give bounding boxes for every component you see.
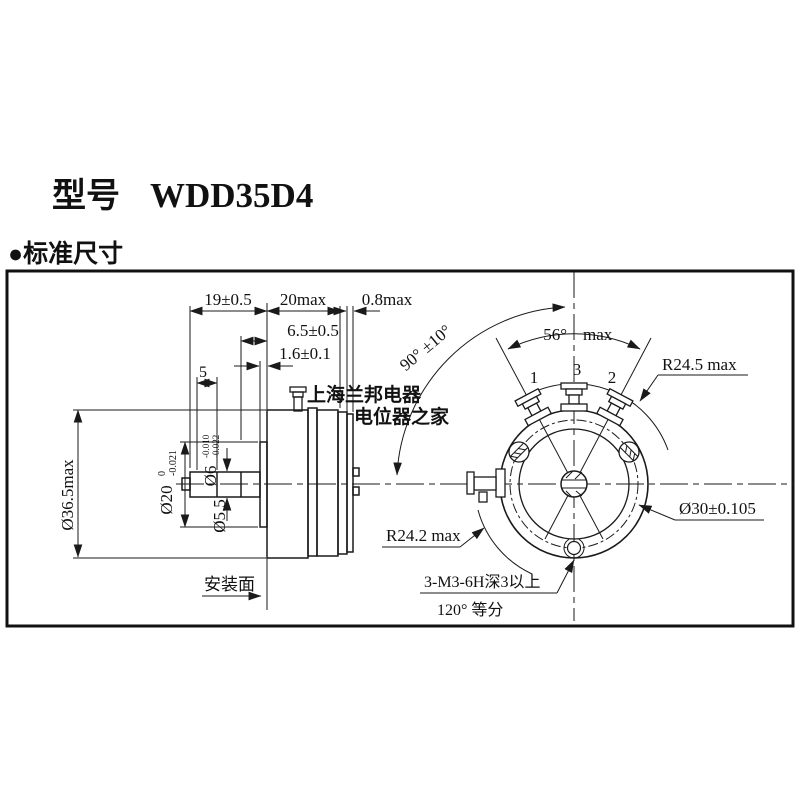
model-value: WDD35D4	[150, 176, 313, 215]
svg-text:-0.021: -0.021	[168, 450, 179, 476]
svg-text:Ø5.5: Ø5.5	[210, 499, 229, 533]
dim-19: 19±0.5	[204, 290, 252, 309]
angle-90-arc	[393, 303, 566, 476]
dim-16: 1.6±0.1	[279, 344, 331, 363]
center-lines	[176, 272, 794, 621]
front-view-leaders	[382, 374, 764, 594]
side-view-body	[181, 386, 360, 559]
terminal-1	[514, 387, 553, 427]
terminal-3-label: 3	[573, 360, 582, 379]
svg-text:90° ±10°: 90° ±10°	[396, 321, 455, 375]
terminal-1-label: 1	[530, 368, 539, 387]
bolt-circle-label: Ø30±0.105	[679, 499, 756, 518]
dim-20max: 20max	[280, 290, 327, 309]
screw-hole-1	[508, 441, 530, 463]
terminal-2	[595, 387, 634, 427]
terminal-3	[560, 382, 588, 412]
model-label: 型号	[52, 177, 120, 215]
pilot-circle	[518, 428, 630, 540]
section-title: ●标准尺寸	[8, 240, 123, 268]
mounting-face-label: 安装面	[204, 575, 255, 594]
screw-note: 3-M3-6H深3以上	[424, 573, 540, 591]
radius-terminals-label: R24.5 max	[662, 355, 737, 374]
svg-text:Ø20: Ø20	[157, 485, 176, 514]
dim-65: 6.5±0.5	[287, 321, 339, 340]
side-lug-terminal	[466, 468, 506, 503]
drawing-frame	[5, 269, 795, 628]
angle-56-arc	[507, 333, 641, 350]
dim-shaft-dia: Ø6 -0.010 -0.022	[201, 434, 221, 486]
svg-text:-0.010: -0.010	[201, 434, 211, 458]
angle-56-suffix: max	[583, 325, 613, 344]
terminal-2-label: 2	[608, 368, 617, 387]
front-view	[382, 303, 764, 594]
dim-08max: 0.8max	[362, 290, 413, 309]
svg-text:Ø6: Ø6	[201, 466, 220, 487]
r242-arc	[477, 509, 533, 575]
dim-5: 5	[199, 364, 207, 381]
shaft-end	[560, 470, 588, 498]
tapped-hole-3	[563, 538, 585, 559]
radius-body-label: R24.2 max	[386, 526, 461, 545]
svg-text:-0.022: -0.022	[211, 435, 221, 458]
side-view-dimensions	[73, 306, 380, 601]
side-terminal-pin	[289, 386, 307, 412]
dim-flat-dia: Ø5.5	[210, 499, 229, 533]
watermark-line1: 上海兰邦电器	[307, 383, 422, 406]
angle-56-label: 56°	[543, 325, 567, 344]
watermark-line2: 电位器之家	[354, 405, 450, 428]
screw-hole-2	[618, 441, 640, 463]
dim-hub-dia: Ø20 0 -0.021	[157, 450, 179, 514]
dim-body-dia: Ø36.5max	[58, 459, 77, 531]
svg-text:0: 0	[157, 471, 168, 476]
spacing-note: 120° 等分	[437, 601, 503, 619]
angle-90-label: 90° ±10°	[396, 321, 455, 375]
svg-text:Ø36.5max: Ø36.5max	[58, 459, 77, 531]
